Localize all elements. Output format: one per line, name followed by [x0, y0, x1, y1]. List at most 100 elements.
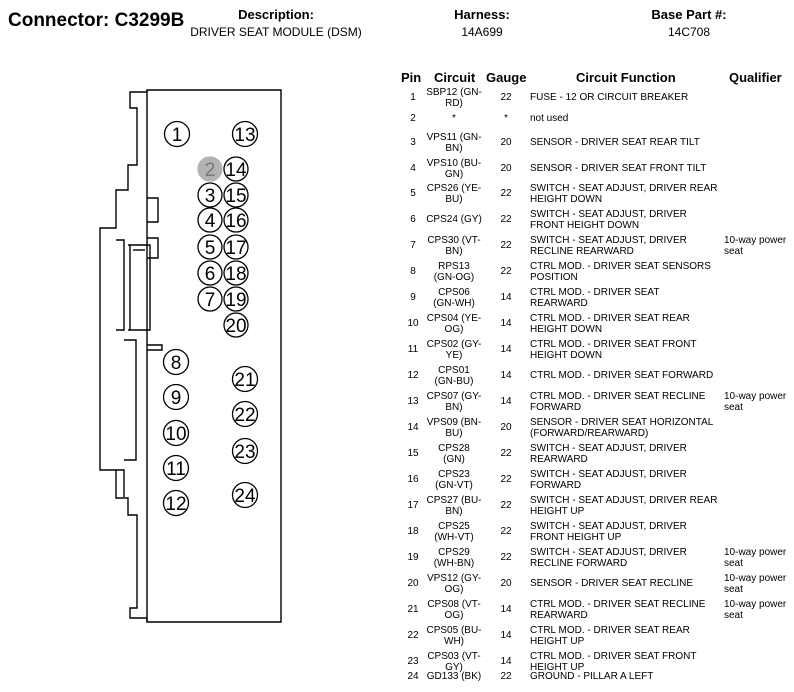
circuit-function-cell: SWITCH - SEAT ADJUST, DRIVER REAR HEIGHT… — [530, 495, 718, 517]
pin-cell: 10 — [407, 318, 419, 329]
pin-20: 20 — [223, 312, 249, 338]
circuit-function-cell: SWITCH - SEAT ADJUST, DRIVER FRONT HEIGH… — [530, 209, 687, 231]
pin-23: 23 — [231, 437, 259, 465]
pin-cell: 16 — [407, 474, 419, 485]
pin-cell: 3 — [410, 137, 416, 148]
gauge-cell: 14 — [500, 370, 512, 381]
circuit-cell: CPS27 (BU-BN) — [426, 495, 482, 517]
svg-text:18: 18 — [225, 264, 246, 285]
svg-text:4: 4 — [205, 211, 216, 232]
pin-2: 2 — [197, 156, 223, 182]
pin-cell: 24 — [407, 671, 419, 682]
base-part-label: Base Part #: — [651, 7, 727, 22]
circuit-cell: SBP12 (GN-RD) — [426, 87, 482, 109]
gauge-cell: 14 — [500, 292, 512, 303]
svg-text:22: 22 — [234, 405, 255, 426]
gauge-cell: 22 — [500, 266, 512, 277]
pin-cell: 5 — [410, 188, 416, 199]
gauge-cell: 14 — [500, 318, 512, 329]
pin-5: 5 — [197, 234, 223, 260]
circuit-function-cell: not used — [530, 113, 569, 124]
pin-cell: 8 — [410, 266, 416, 277]
connector-face-diagram: 1 2 3 4 5 6 7 8 — [99, 89, 282, 623]
column-header-pin: Pin — [401, 70, 422, 85]
pin-18: 18 — [223, 260, 249, 286]
harness-block: Harness: 14A699 — [436, 7, 528, 39]
svg-text:14: 14 — [225, 160, 247, 181]
pin-8: 8 — [162, 348, 190, 376]
gauge-cell: 14 — [500, 630, 512, 641]
circuit-function-cell: CTRL MOD. - DRIVER SEAT FRONT HEIGHT DOW… — [530, 339, 697, 361]
circuit-cell: CPS25 (WH-VT) — [434, 521, 474, 543]
pin-cell: 14 — [407, 422, 419, 433]
circuit-cell: * — [452, 113, 456, 124]
gauge-cell: 14 — [500, 396, 512, 407]
pin-16: 16 — [223, 207, 249, 233]
pin-cell: 4 — [410, 163, 416, 174]
circuit-function-cell: SWITCH - SEAT ADJUST, DRIVER FORWARD — [530, 469, 687, 491]
pin-cell: 15 — [407, 448, 419, 459]
circuit-cell: VPS09 (BN-BU) — [426, 417, 482, 439]
svg-text:5: 5 — [205, 238, 216, 259]
circuit-function-cell: SWITCH - SEAT ADJUST, DRIVER RECLINE REA… — [530, 235, 687, 257]
circuit-function-cell: CTRL MOD. - DRIVER SEAT FRONT HEIGHT UP — [530, 651, 697, 673]
connector-housing-outline — [99, 89, 282, 623]
gauge-cell: 22 — [500, 474, 512, 485]
circuit-function-cell: SENSOR - DRIVER SEAT FRONT TILT — [530, 163, 707, 174]
pin-19: 19 — [223, 286, 249, 312]
pin-cell: 22 — [407, 630, 419, 641]
base-part-block: Base Part #: 14C708 — [634, 7, 744, 39]
circuit-cell: CPS08 (VT-OG) — [427, 599, 481, 621]
gauge-cell: 22 — [500, 214, 512, 225]
gauge-cell: 20 — [500, 422, 512, 433]
pin-17: 17 — [223, 234, 249, 260]
pin-cell: 18 — [407, 526, 419, 537]
circuit-function-cell: SWITCH - SEAT ADJUST, DRIVER REAR HEIGHT… — [530, 183, 718, 205]
qualifier-cell: 10-way power seat — [724, 391, 787, 413]
circuit-function-cell: CTRL MOD. - DRIVER SEAT FORWARD — [530, 370, 714, 381]
svg-text:19: 19 — [225, 290, 246, 311]
pin-cell: 19 — [407, 552, 419, 563]
svg-text:21: 21 — [234, 370, 255, 391]
svg-text:23: 23 — [234, 442, 255, 463]
pin-11: 11 — [162, 454, 190, 482]
circuit-cell: CPS23 (GN-VT) — [435, 469, 473, 491]
pin-cell: 13 — [407, 396, 419, 407]
svg-text:24: 24 — [234, 486, 256, 507]
gauge-cell: 20 — [500, 137, 512, 148]
description-value: DRIVER SEAT MODULE (DSM) — [190, 25, 362, 39]
qualifier-cell: 10-way power seat — [724, 573, 787, 595]
svg-text:16: 16 — [225, 211, 246, 232]
circuit-function-cell: SENSOR - DRIVER SEAT HORIZONTAL (FORWARD… — [530, 417, 713, 439]
circuit-function-cell: CTRL MOD. - DRIVER SEAT RECLINE REARWARD — [530, 599, 706, 621]
circuit-cell: CPS06 (GN-WH) — [433, 287, 475, 309]
gauge-cell: 22 — [500, 448, 512, 459]
circuit-cell: CPS24 (GY) — [426, 214, 482, 225]
circuit-cell: CPS29 (WH-BN) — [433, 547, 475, 569]
pin-7: 7 — [197, 286, 223, 312]
pin-10: 10 — [162, 419, 190, 447]
pin-cell: 6 — [410, 214, 416, 225]
svg-text:6: 6 — [205, 264, 216, 285]
base-part-value: 14C708 — [667, 25, 711, 39]
circuit-function-cell: FUSE - 12 OR CIRCUIT BREAKER — [530, 92, 689, 103]
pin-3: 3 — [197, 182, 223, 208]
description-block: Description: DRIVER SEAT MODULE (DSM) — [160, 7, 392, 39]
circuit-cell: CPS05 (BU-WH) — [426, 625, 482, 647]
svg-text:13: 13 — [234, 125, 255, 146]
pin-cell: 12 — [407, 370, 419, 381]
gauge-cell: 22 — [500, 500, 512, 511]
connector-pins: 1 2 3 4 5 6 7 8 — [162, 120, 259, 517]
circuit-function-cell: SENSOR - DRIVER SEAT RECLINE — [530, 578, 693, 589]
svg-text:3: 3 — [205, 186, 216, 207]
pin-14: 14 — [223, 156, 249, 182]
svg-text:8: 8 — [171, 353, 182, 374]
circuit-function-cell: CTRL MOD. - DRIVER SEAT REAR HEIGHT DOWN — [530, 313, 690, 335]
circuit-cell: CPS01 (GN-BU) — [434, 365, 474, 387]
pin-cell: 20 — [407, 578, 419, 589]
pin-15: 15 — [223, 182, 249, 208]
gauge-cell: 22 — [500, 552, 512, 563]
gauge-cell: 14 — [500, 344, 512, 355]
circuit-cell: CPS04 (YE-OG) — [426, 313, 482, 335]
